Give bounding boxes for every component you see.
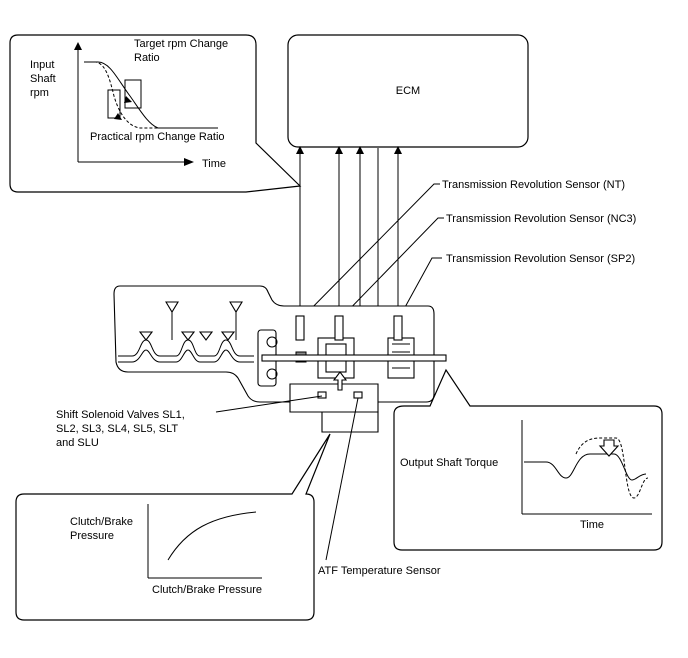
pressure-graph-y-label-2: Pressure [70, 530, 114, 542]
pressure-curve [167, 511, 257, 561]
pressure-callout: Clutch/Brake Pressure Clutch/Brake Press… [15, 433, 331, 621]
valve-body-lower [321, 411, 379, 433]
sensor-nc3 [334, 315, 344, 341]
practical-rpm-label: Practical rpm Change Ratio [90, 131, 225, 143]
input-graph-y-label-3: rpm [30, 87, 49, 99]
output-torque-target [524, 453, 647, 481]
sensor-nc3-label: Transmission Revolution Sensor (NC3) [446, 213, 636, 225]
ecm-label: ECM [396, 85, 420, 97]
sensor-labels: Transmission Revolution Sensor (NT) Tran… [299, 179, 636, 321]
solenoid-valve [317, 391, 327, 399]
sensor-sp2 [393, 315, 403, 341]
atf-label: ATF Temperature Sensor [318, 565, 441, 577]
solenoid-label-2: SL2, SL3, SL4, SL5, SLT [56, 423, 178, 435]
output-torque-callout: Output Shaft Torque Time [393, 368, 663, 551]
input-graph-y-label-1: Input [30, 59, 54, 71]
input-shaft-rpm-callout: Input Shaft rpm Target rpm Change Ratio … [9, 34, 302, 193]
valve-body [289, 383, 379, 413]
pressure-graph-x-label: Clutch/Brake Pressure [152, 584, 262, 596]
target-rpm-label-1: Target rpm Change [134, 38, 228, 50]
transmission-assembly [113, 285, 447, 433]
solenoid-label-1: Shift Solenoid Valves SL1, [56, 409, 185, 421]
sensor-nt [295, 315, 305, 341]
valve-icons [138, 301, 243, 341]
target-rpm-label-2: Ratio [134, 52, 160, 64]
pressure-graph-y-label-1: Clutch/Brake [70, 516, 133, 528]
target-rpm-curve [84, 61, 218, 129]
ecm-block: ECM [287, 34, 529, 148]
input-graph-y-label-2: Shaft [30, 73, 56, 85]
down-arrow-icon [598, 439, 620, 457]
output-graph-y-label: Output Shaft Torque [400, 457, 498, 469]
sensor-nt-label: Transmission Revolution Sensor (NT) [442, 179, 625, 191]
sensor-sp2-label: Transmission Revolution Sensor (SP2) [446, 253, 635, 265]
lower-labels: Shift Solenoid Valves SL1, SL2, SL3, SL4… [56, 395, 441, 577]
practical-rpm-curve [84, 61, 158, 129]
solenoid-label-3: and SLU [56, 437, 99, 449]
atf-sensor [353, 391, 363, 399]
output-graph-x-label: Time [580, 519, 604, 531]
input-graph-x-label: Time [202, 158, 226, 170]
